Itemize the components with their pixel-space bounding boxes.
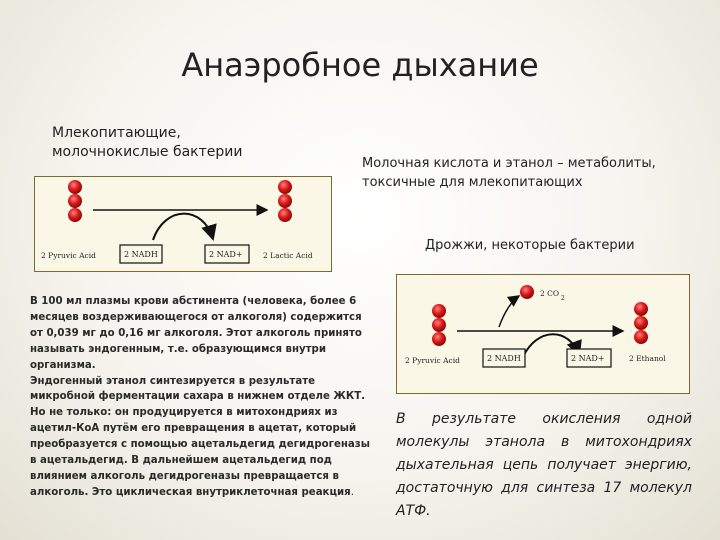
- caption-mammals-line2: молочнокислые бактерии: [52, 144, 243, 160]
- caption-toxic-line2: токсичные для млекопитающих: [362, 175, 583, 190]
- slide-title: Анаэробное дыхание: [181, 46, 539, 84]
- endogenous-alcohol-paragraph: В 100 мл плазмы крови абстинента (челове…: [30, 294, 372, 501]
- lactate-molecule-chain: [278, 180, 292, 222]
- caption-mammals-line1: Млекопитающие,: [52, 125, 181, 141]
- paragraph-part2: Эндогенный этанол синтезируется в резуль…: [30, 374, 372, 501]
- paragraph-part1: В 100 мл плазмы крови абстинента (челове…: [30, 296, 362, 371]
- lactic-right-label: 2 Lactic Acid: [263, 251, 313, 260]
- ethanol-fermentation-diagram: 2 CO 2 2 Pyruvic Acid 2 NADH 2 NAD+ 2 Et…: [396, 274, 690, 394]
- paragraph-part2-period: .: [350, 486, 354, 498]
- result-text: В результате окисления одной молекулы эт…: [396, 411, 692, 519]
- nad-label: 2 NAD+: [571, 354, 605, 363]
- pyruvate-molecule-chain: [432, 304, 446, 346]
- nad-label: 2 NAD+: [209, 250, 243, 259]
- nadh-label: 2 NADH: [487, 354, 521, 363]
- co2-label: 2 CO: [540, 289, 559, 298]
- caption-toxic-line1: Молочная кислота и этанол – метаболиты,: [362, 156, 656, 171]
- nadh-box: [482, 348, 526, 368]
- nad-box: [566, 348, 612, 368]
- lactic-fermentation-diagram: 2 Pyruvic Acid 2 NADH 2 NAD+ 2 Lactic Ac…: [34, 176, 332, 272]
- ethanol-molecule-chain: [634, 302, 648, 344]
- ethanol-left-label: 2 Pyruvic Acid: [405, 356, 460, 365]
- nadh-curved-arrow: [152, 212, 217, 241]
- ethanol-right-label: 2 Ethanol: [629, 354, 666, 363]
- pyruvate-molecule-chain: [68, 180, 82, 222]
- caption-yeast: Дрожжи, некоторые бактерии: [425, 238, 635, 253]
- nadh-curved-arrow: [522, 333, 582, 358]
- lactic-diagram-svg: 2 Pyruvic Acid 2 NADH 2 NAD+ 2 Lactic Ac…: [41, 180, 313, 264]
- nadh-label: 2 NADH: [124, 250, 158, 259]
- nad-box: [204, 244, 250, 264]
- lactic-left-label: 2 Pyruvic Acid: [41, 251, 96, 260]
- co2-subscript: 2: [561, 295, 565, 302]
- co2-arrow: [498, 295, 521, 328]
- co2-molecule: [520, 285, 534, 299]
- paragraph-part2-text: Эндогенный этанол синтезируется в резуль…: [30, 375, 370, 498]
- caption-toxic: Молочная кислота и этанол – метаболиты, …: [362, 154, 656, 192]
- nadh-box: [119, 244, 163, 264]
- caption-mammals: Млекопитающие, молочнокислые бактерии: [52, 124, 242, 162]
- ethanol-diagram-svg: 2 CO 2 2 Pyruvic Acid 2 NADH 2 NAD+ 2 Et…: [405, 285, 666, 368]
